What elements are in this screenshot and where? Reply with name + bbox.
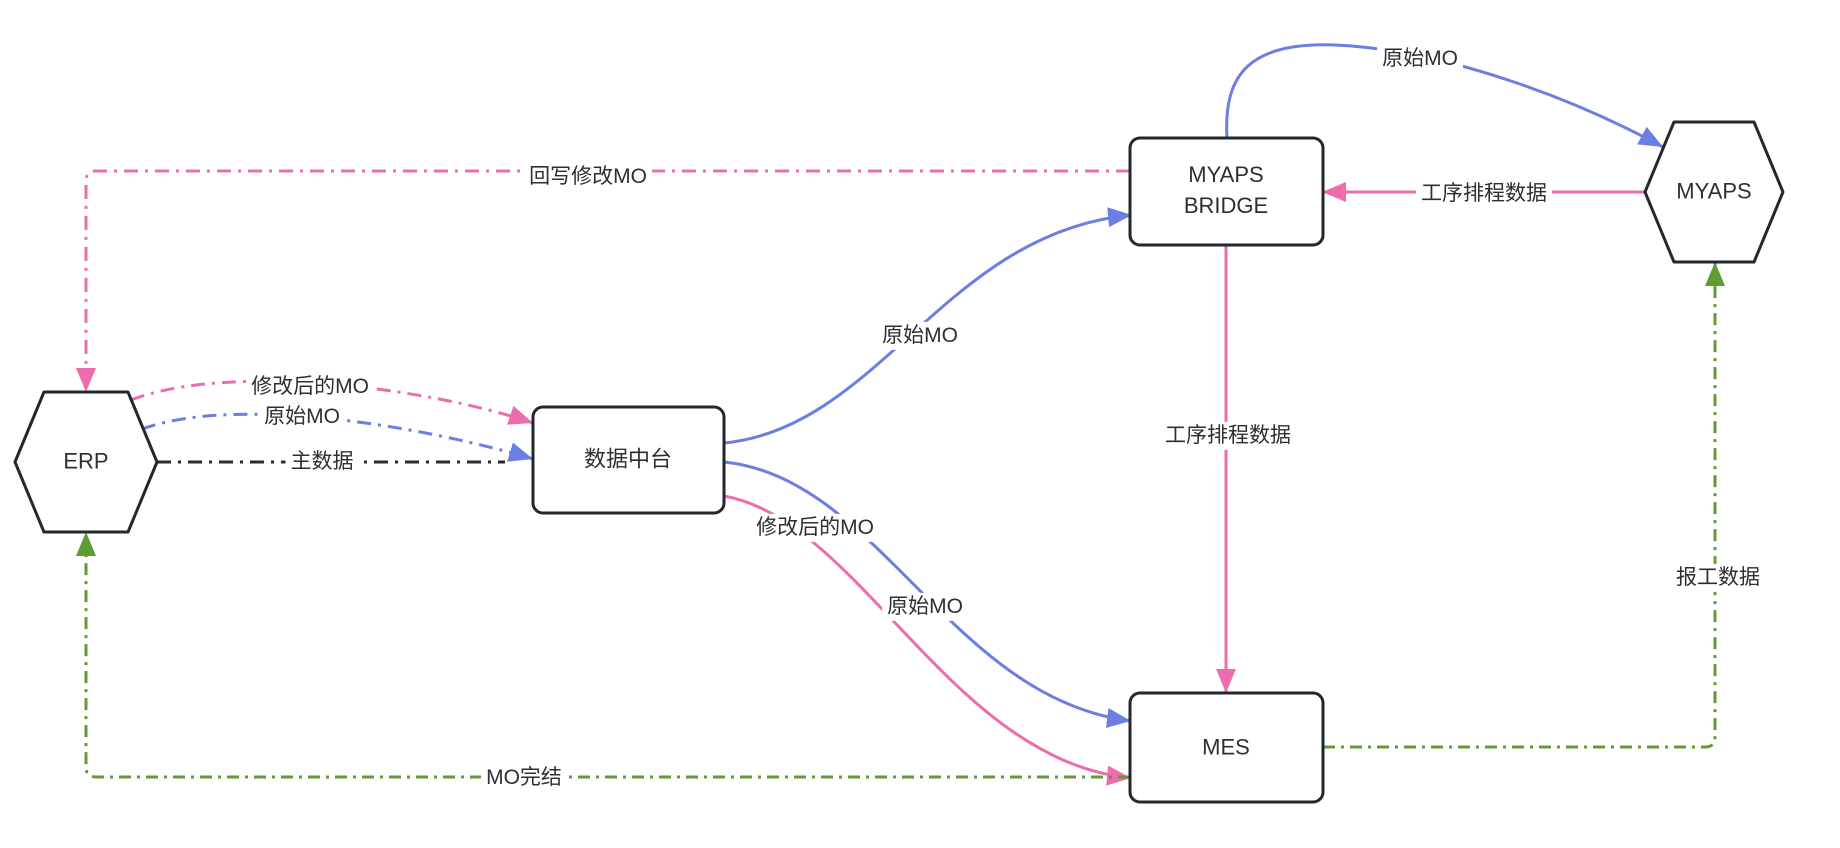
node-myaps-label: MYAPS bbox=[1676, 178, 1752, 204]
edge-label-bridge-to-mes-schedule: 工序排程数据 bbox=[1160, 421, 1296, 451]
edge-mes-to-myaps-report bbox=[1323, 262, 1725, 749]
edge-label-bridge-to-myaps-original: 原始MO bbox=[1377, 44, 1463, 74]
edge-mes-to-erp-complete bbox=[76, 532, 1130, 779]
edge-bridge-to-myaps-original bbox=[1225, 43, 1664, 149]
nodes-layer bbox=[13, 120, 1785, 804]
node-myaps-bridge-shape bbox=[1128, 136, 1325, 247]
edge-label-erp-to-dp-modified: 修改后的MO bbox=[246, 372, 374, 402]
node-myaps-shape bbox=[1643, 120, 1785, 264]
edges-layer bbox=[76, 43, 1725, 786]
node-erp-label: ERP bbox=[63, 448, 109, 474]
edge-label-bridge-to-erp-writeback: 回写修改MO bbox=[524, 162, 652, 192]
edge-label-dp-to-mes-modified: 修改后的MO bbox=[751, 513, 879, 543]
edge-bridge-to-erp-writeback bbox=[76, 169, 1130, 392]
node-myaps-bridge-label: MYAPS BRIDGE bbox=[1183, 162, 1269, 218]
edge-label-dp-to-mes-original: 原始MO bbox=[882, 592, 968, 622]
edge-label-myaps-to-bridge-schedule: 工序排程数据 bbox=[1416, 179, 1552, 209]
edge-label-mes-to-erp-complete: MO完结 bbox=[481, 763, 567, 793]
edge-label-erp-to-dp-original: 原始MO bbox=[259, 402, 345, 432]
edge-label-dp-to-bridge-original: 原始MO bbox=[877, 321, 963, 351]
node-mes-label: MES bbox=[1202, 734, 1250, 760]
node-mes-shape bbox=[1128, 691, 1325, 804]
edge-dp-to-mes-original bbox=[723, 460, 1132, 728]
node-data-platform-shape bbox=[531, 405, 726, 515]
node-erp-shape bbox=[13, 390, 159, 534]
node-data-platform-label: 数据中台 bbox=[583, 446, 673, 472]
edge-label-erp-to-dp-master: 主数据 bbox=[285, 447, 359, 477]
edge-label-mes-to-myaps-report: 报工数据 bbox=[1671, 563, 1765, 593]
